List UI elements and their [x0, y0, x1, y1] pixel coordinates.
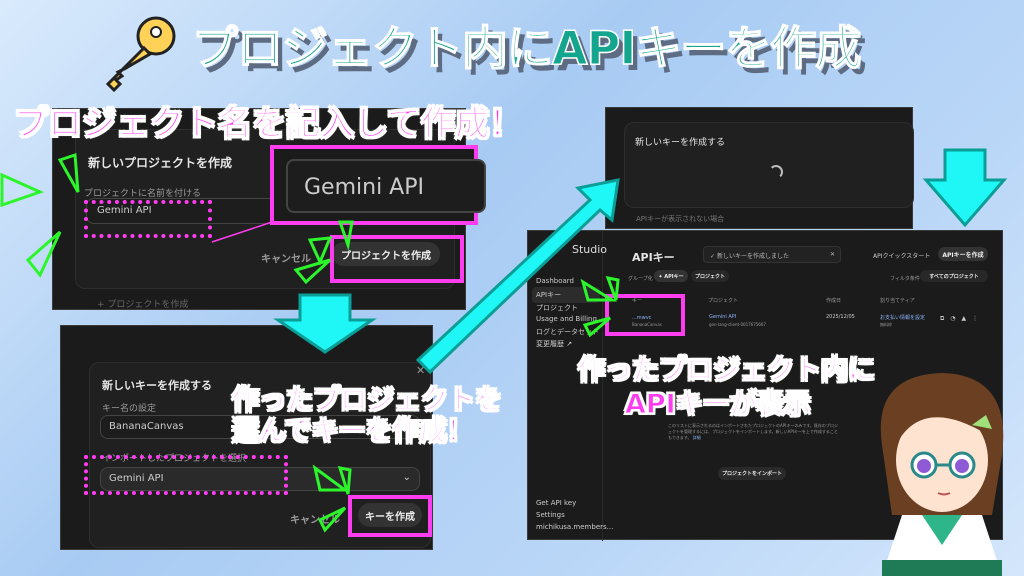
name-label: プロジェクトに名前を付ける: [84, 189, 202, 199]
group-apikey-chip[interactable]: ✦ APIキー: [654, 270, 688, 282]
loading-spinner-icon: [769, 165, 783, 179]
import-project-button[interactable]: プロジェクトをインポート: [718, 467, 786, 480]
step4-caption-2: APIキーが表示: [625, 389, 812, 421]
page-title: プロジェクト内にAPIキーを作成: [191, 20, 862, 76]
step1-caption: プロジェクト名を記入して作成！: [14, 104, 524, 145]
quickstart-link[interactable]: APIクイックスタート: [873, 253, 931, 260]
step2-panel: 新しいキーを作成する ✕ キー名の設定 BananaCanvas インポートした…: [60, 325, 433, 550]
sidebar-item-api-keys[interactable]: APIキー: [532, 287, 600, 303]
get-api-key-link[interactable]: Get API key: [536, 499, 577, 507]
close-icon[interactable]: ✕: [829, 251, 835, 258]
row-actions-icons[interactable]: ⧉◔▲⋮: [940, 315, 985, 322]
key-name: BananaCanvas: [632, 322, 662, 327]
success-toast: ✓ 新しいキーを作成しました✕: [703, 246, 841, 263]
step3-panel: 新しいキーを作成する APIキーが表示されない場合: [605, 107, 914, 229]
col-project: プロジェクト: [708, 298, 739, 304]
filter-select[interactable]: すべてのプロジェクト: [920, 270, 988, 282]
cancel-button[interactable]: キャンセル: [261, 254, 311, 265]
app-name: Studio: [572, 243, 608, 256]
step4-caption-1: 作ったプロジェクト内に: [578, 355, 876, 387]
account-link[interactable]: michikusa.members...: [536, 523, 614, 531]
key-link[interactable]: ...mwvc: [632, 315, 652, 321]
dialog-title: 新しいキーを作成する: [102, 379, 212, 392]
group-project-chip[interactable]: プロジェクト: [691, 270, 729, 282]
col-created: 作成日: [826, 298, 842, 304]
billing-link[interactable]: お支払い情報を設定: [880, 315, 926, 321]
chevron-down-icon: ⌄: [402, 472, 411, 483]
callout-line: [211, 221, 273, 243]
creating-key-dialog: 新しいキーを作成する: [624, 122, 914, 208]
project-id: gen-lang-client-0017675667: [709, 322, 766, 327]
col-key: キー: [632, 298, 643, 304]
info-body: このリストに表示されるのはインポートされたプロジェクトのAPIキーのみです。既存…: [668, 423, 838, 440]
highlight-create-key: [348, 495, 432, 537]
group-label: グループ化: [628, 276, 653, 282]
project-link[interactable]: Gemini API: [709, 314, 737, 320]
below-text: APIキーが表示されない場合: [636, 215, 725, 223]
create-api-key-button[interactable]: APIキーを作成: [938, 247, 988, 261]
tier-sub: 無料枠: [880, 322, 892, 327]
created-date: 2025/12/05: [826, 314, 855, 320]
cancel-button[interactable]: キャンセル: [290, 515, 340, 526]
info-text: このリストに表示されるのはインポートされたプロジェクトのAPIキーのみです。既存…: [668, 423, 838, 441]
dialog-title: 新しいプロジェクトを作成: [88, 156, 233, 170]
create-key-button[interactable]: キーを作成: [358, 503, 422, 527]
project-select-value: Gemini API: [109, 473, 164, 484]
api-keys-title: APIキー: [632, 251, 675, 264]
highlight-create-project: [330, 235, 464, 283]
close-icon[interactable]: ✕: [416, 364, 426, 377]
col-tier: 割り当てティア: [880, 298, 915, 304]
settings-link[interactable]: Settings: [536, 511, 565, 519]
highlight-name: [84, 200, 212, 238]
zoomed-input: Gemini API: [286, 159, 486, 213]
behind-create-item: + プロジェクトを作成: [97, 300, 189, 310]
project-select-label: インポートしたプロジェクトを選択: [102, 454, 247, 464]
arrow-down-2: [922, 148, 1008, 228]
sidebar-item-dashboard[interactable]: Dashboard: [536, 277, 574, 285]
key-name-input[interactable]: BananaCanvas: [100, 415, 420, 439]
key-icon: [105, 16, 176, 92]
step2-caption-2: 選んでキーを作成！: [232, 416, 475, 448]
zoom-callout: Gemini API: [270, 145, 486, 225]
sidebar-item-logs[interactable]: ログとデータセット: [536, 328, 599, 336]
highlight-project: [84, 455, 288, 495]
sidebar-item-changelog[interactable]: 変更履歴 ↗: [536, 340, 573, 348]
filter-label: フィルタ条件: [890, 276, 920, 282]
toast-text: 新しいキーを作成しました: [716, 253, 789, 260]
project-select[interactable]: Gemini API ⌄: [100, 467, 420, 491]
step2-caption-1: 作ったプロジェクトを: [232, 385, 503, 417]
character-illustration: [880, 373, 1004, 576]
sidebar-item-projects[interactable]: プロジェクト: [536, 304, 578, 312]
highlight-new-key: [605, 294, 685, 336]
info-link[interactable]: 詳細: [692, 435, 701, 440]
key-name-label: キー名の設定: [102, 404, 157, 414]
sidebar-item-usage[interactable]: Usage and Billing: [536, 315, 597, 323]
dialog-title: 新しいキーを作成する: [635, 138, 726, 148]
